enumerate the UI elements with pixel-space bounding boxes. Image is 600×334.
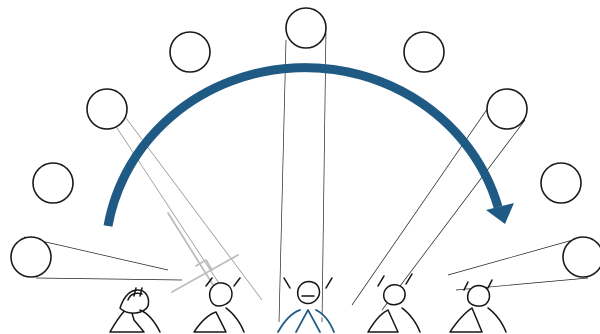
figure-3-highlighted <box>278 278 334 332</box>
figure-1 <box>110 288 160 332</box>
light-positions <box>11 8 600 277</box>
figure-5 <box>450 280 506 332</box>
light-position-1 <box>11 237 51 277</box>
light-position-8 <box>541 163 581 203</box>
beam-left-upper <box>96 96 262 300</box>
light-beams <box>24 28 588 322</box>
light-position-6 <box>404 32 444 72</box>
light-position-9 <box>563 237 600 277</box>
light-position-5 <box>286 8 326 48</box>
light-position-4 <box>170 32 210 72</box>
guide-pole <box>168 213 220 296</box>
figure-2 <box>194 278 244 332</box>
light-position-2 <box>33 163 73 203</box>
figure-4 <box>368 274 420 332</box>
rotation-arrow <box>108 68 514 226</box>
light-position-3 <box>87 89 127 129</box>
rotation-arc <box>108 68 498 226</box>
light-position-7 <box>487 89 527 129</box>
